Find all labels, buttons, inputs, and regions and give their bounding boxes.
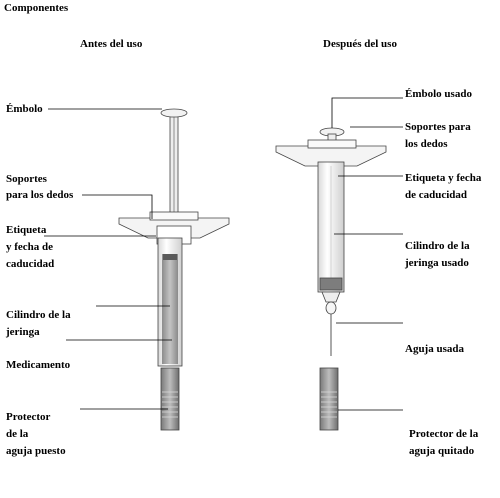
label-used-barrel-2: jeringa usado [405,257,469,269]
leader-lines-right [331,97,403,411]
label-used-barrel-1: Cilindro de la [405,240,470,252]
plunger-head [160,108,188,118]
leader-lines-left [44,108,172,410]
label-expiry-1: Etiqueta [6,224,47,236]
label-shield-3: aguja puesto [6,445,66,457]
used-finger-grips [275,145,387,167]
label-expiry-right-1: Etiqueta y fecha [405,172,482,184]
label-shield-2: de la [6,428,29,440]
label-shield-removed-1: Protector de la [409,428,479,440]
label-expiry-right-2: de caducidad [405,189,468,201]
label-finger-grips-1: Soportes [6,173,47,185]
needle-shield [160,367,180,431]
used-stopper [319,277,343,291]
label-used-plunger: Émbolo usado [405,88,472,100]
syringe-after-use [275,127,387,431]
label-shield-removed-2: aguja quitado [409,445,475,457]
label-medicine: Medicamento [6,359,71,371]
label-expiry-2: y fecha de [6,241,54,253]
label-plunger: Émbolo [6,103,43,115]
label-barrel-1: Cilindro de la [6,309,71,321]
removed-needle-shield [319,367,339,431]
medicine [162,254,178,364]
label-finger-grips-right-1: Soportes para [405,121,471,133]
label-finger-grips-2: para los dedos [6,189,74,201]
label-shield-1: Protector [6,411,51,423]
after-use-heading: Después del uso [323,38,397,50]
before-use-heading: Antes del uso [80,38,143,50]
page-title: Componentes [4,2,69,14]
label-finger-grips-right-2: los dedos [405,138,448,150]
needle-hub [325,301,337,315]
label-barrel-2: jeringa [6,326,40,338]
label-expiry-3: caducidad [6,258,55,270]
label-used-needle: Aguja usada [405,343,464,355]
syringe-before-use [118,108,230,431]
